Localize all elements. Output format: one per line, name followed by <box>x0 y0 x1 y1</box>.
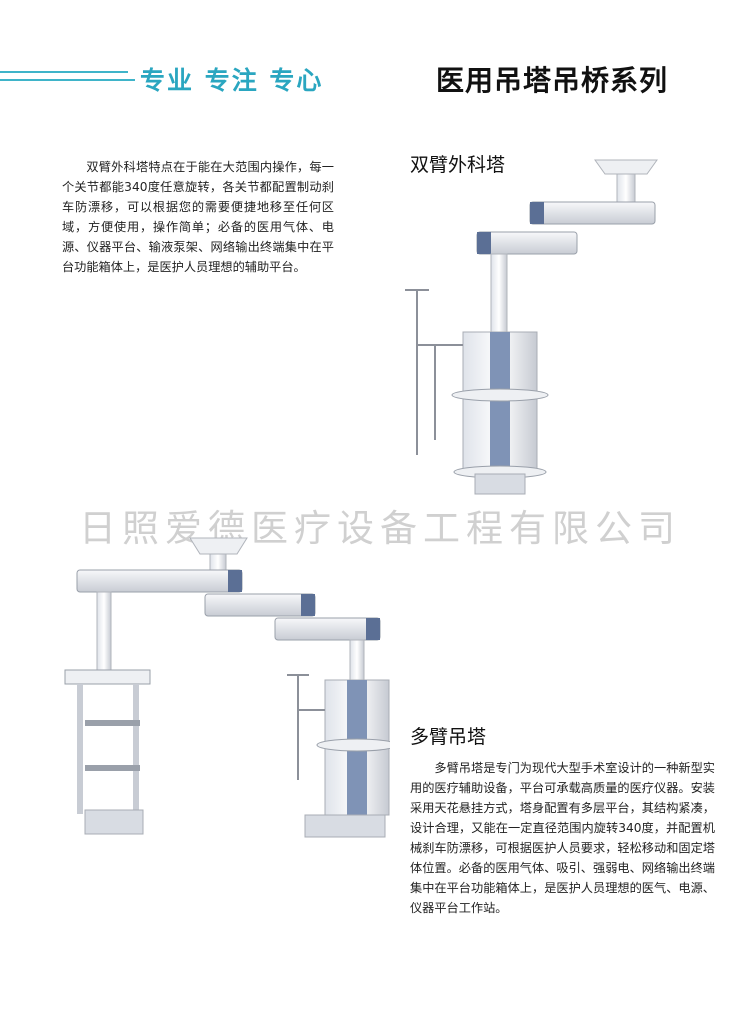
multi-arm-description: 多臂吊塔是专门为现代大型手术室设计的一种新型实用的医疗辅助设备，平台可承载高质量… <box>410 761 715 915</box>
double-arm-title: 双臂外科塔 <box>410 154 506 176</box>
multi-arm-title: 多臂吊塔 <box>410 726 487 748</box>
slogan: 专业 专注 专心 <box>140 66 324 95</box>
series-title: 医用吊塔吊桥系列 <box>436 64 669 97</box>
header-line-top <box>0 71 128 73</box>
double-arm-tower-illustration <box>405 159 658 495</box>
company-watermark: 日照爱德医疗设备工程有限公司 <box>79 507 681 550</box>
double-arm-description: 双臂外科塔特点在于能在大范围内操作，每一个关节都能340度任意旋转，各关节都配置… <box>62 160 334 274</box>
header-band: 专业 专注 专心 医用吊塔吊桥系列 <box>0 55 750 105</box>
header-line-bottom <box>0 79 135 81</box>
multi-arm-pendant-illustration <box>64 537 390 838</box>
